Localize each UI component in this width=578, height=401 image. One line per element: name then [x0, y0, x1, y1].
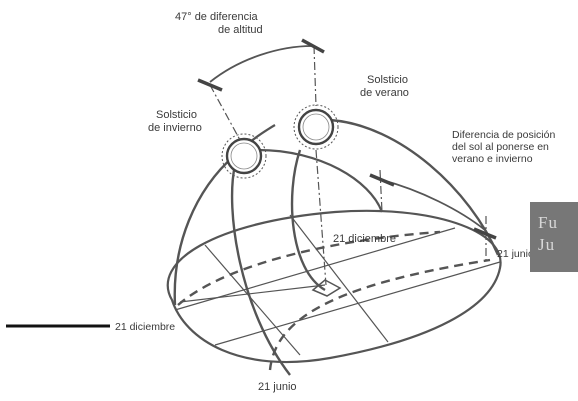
grid-line — [289, 214, 389, 343]
altitude-dashdot — [313, 45, 317, 107]
dome-arc-east — [329, 118, 500, 256]
june-bottom-label: 21 junio — [258, 381, 297, 393]
source-line-2: Ju — [538, 235, 556, 254]
altitude-arc — [209, 45, 313, 83]
summer-sun-icon — [293, 104, 339, 150]
winter-label-1: Solsticio — [156, 109, 197, 121]
tick-mark — [197, 78, 223, 92]
sunset-dashdot — [379, 169, 383, 213]
altitude-diff-label-2: de altitud — [218, 24, 263, 36]
dec-left-label: 21 diciembre — [115, 321, 175, 333]
altitude-diff-label-1: 47° de diferencia — [175, 11, 259, 23]
winter-path-projection — [177, 230, 441, 306]
summer-label-1: Solsticio — [367, 74, 408, 86]
sunset-label-3: verano e invierno — [452, 153, 533, 165]
winter-sun-east-arc — [257, 148, 384, 213]
grid-line — [214, 261, 501, 346]
dome-arc-west — [173, 154, 236, 306]
summer-label-2: de verano — [360, 87, 409, 99]
observer-square — [311, 279, 342, 297]
tick-mark — [473, 227, 497, 240]
summer-path-projection — [268, 258, 491, 371]
sunset-label-1: Diferencia de posición — [452, 129, 555, 141]
winter-sun-arc — [230, 164, 291, 376]
grid-line — [204, 244, 301, 356]
source-label-box: Fu Ju — [530, 202, 578, 272]
winter-label-2: de invierno — [148, 122, 202, 134]
grid-line — [174, 227, 456, 311]
dec-inner-label: 21 diciembre — [333, 233, 396, 245]
tick-marks — [197, 38, 497, 240]
sunset-label-2: del sol al ponerse en — [452, 141, 549, 153]
summer-sun-arc — [290, 149, 326, 292]
source-line-1: Fu — [538, 213, 558, 232]
winter-sun-icon — [221, 133, 267, 179]
tick-mark — [301, 38, 325, 54]
grid-line — [179, 284, 326, 303]
zenith-dashdot — [315, 149, 327, 286]
altitude-dashdot — [209, 84, 241, 141]
tick-mark — [369, 173, 395, 187]
horizon-ellipse — [166, 209, 502, 364]
june-right-label: 21 junio — [497, 248, 534, 260]
